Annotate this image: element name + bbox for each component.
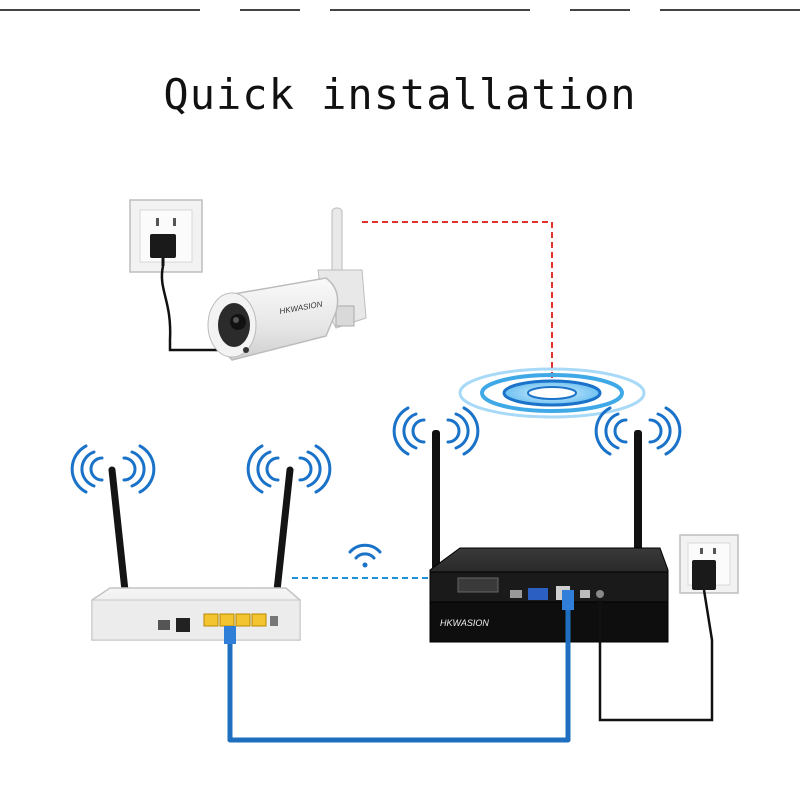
power-outlet-icon — [679, 534, 739, 594]
nvr-recorder: HKWASION — [429, 430, 669, 643]
top-border — [0, 0, 800, 11]
nvr-brand-label: HKWASION — [440, 618, 489, 628]
wifi-signal-icon — [392, 406, 682, 456]
page-title: Quick installation — [163, 70, 637, 119]
ip-camera: HKWASION — [207, 207, 367, 361]
wifi-link-icon — [348, 543, 382, 568]
nvr-power-cable — [598, 589, 714, 722]
camera-to-nvr-wireless-link — [362, 221, 553, 380]
radio-wave-icon — [458, 367, 646, 419]
wifi-signal-icon — [70, 444, 332, 494]
ethernet-cable — [224, 590, 574, 743]
router — [91, 466, 301, 641]
power-outlet-icon — [129, 199, 203, 273]
